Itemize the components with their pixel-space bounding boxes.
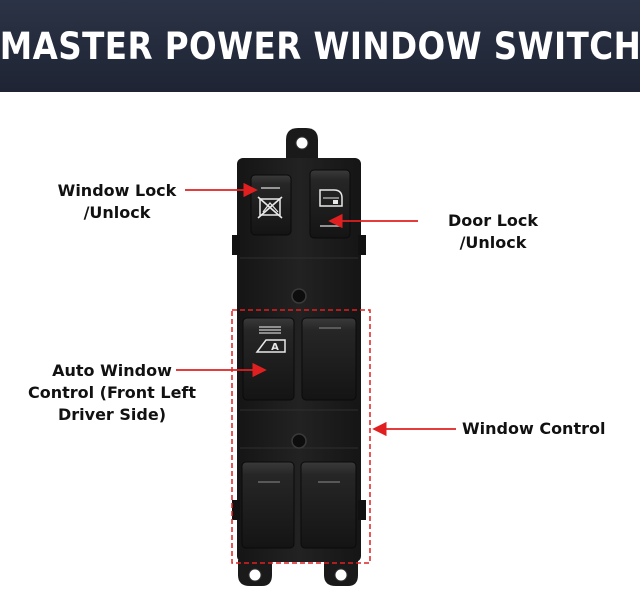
screw-lower (291, 433, 307, 449)
window-control-label-line1: Window Control (462, 419, 606, 438)
window-control-label: Window Control (462, 418, 622, 440)
front-right-window-button[interactable] (301, 317, 357, 401)
auto-window-label: Auto Window Control (Front Left Driver S… (20, 360, 204, 426)
door-lock-label-line2: /Unlock (459, 233, 527, 252)
window-lock-label-line1: Window Lock (57, 181, 177, 200)
auto-window-label-line2: Control (Front Left (27, 383, 197, 402)
window-lock-label: Window Lock /Unlock (48, 180, 186, 224)
auto-window-button[interactable]: A (242, 317, 295, 401)
top-mount-tab (286, 128, 318, 160)
auto-window-label-line1: Auto Window (52, 361, 172, 380)
door-lock-label: Door Lock /Unlock (418, 210, 568, 254)
window-lock-icon (257, 187, 283, 219)
auto-window-icon: A (255, 339, 286, 353)
rear-left-window-button[interactable] (241, 461, 295, 549)
bottom-mount-tab-left (238, 560, 272, 586)
window-control-highlight (231, 309, 371, 564)
banner-title: MASTER POWER WINDOW SWITCH (0, 24, 640, 68)
screw-upper (291, 288, 307, 304)
auto-window-label-line3: Driver Side) (57, 405, 167, 424)
window-lock-button[interactable] (250, 174, 292, 236)
bottom-mount-tab-right (324, 560, 358, 586)
switch-body (232, 158, 366, 562)
door-lock-label-line1: Door Lock (447, 211, 539, 230)
rear-right-window-button[interactable] (300, 461, 357, 549)
window-lock-label-line2: /Unlock (83, 203, 151, 222)
auto-button-letter: A (271, 342, 279, 353)
door-lock-button[interactable] (309, 169, 351, 239)
title-banner: MASTER POWER WINDOW SWITCH (0, 0, 640, 92)
